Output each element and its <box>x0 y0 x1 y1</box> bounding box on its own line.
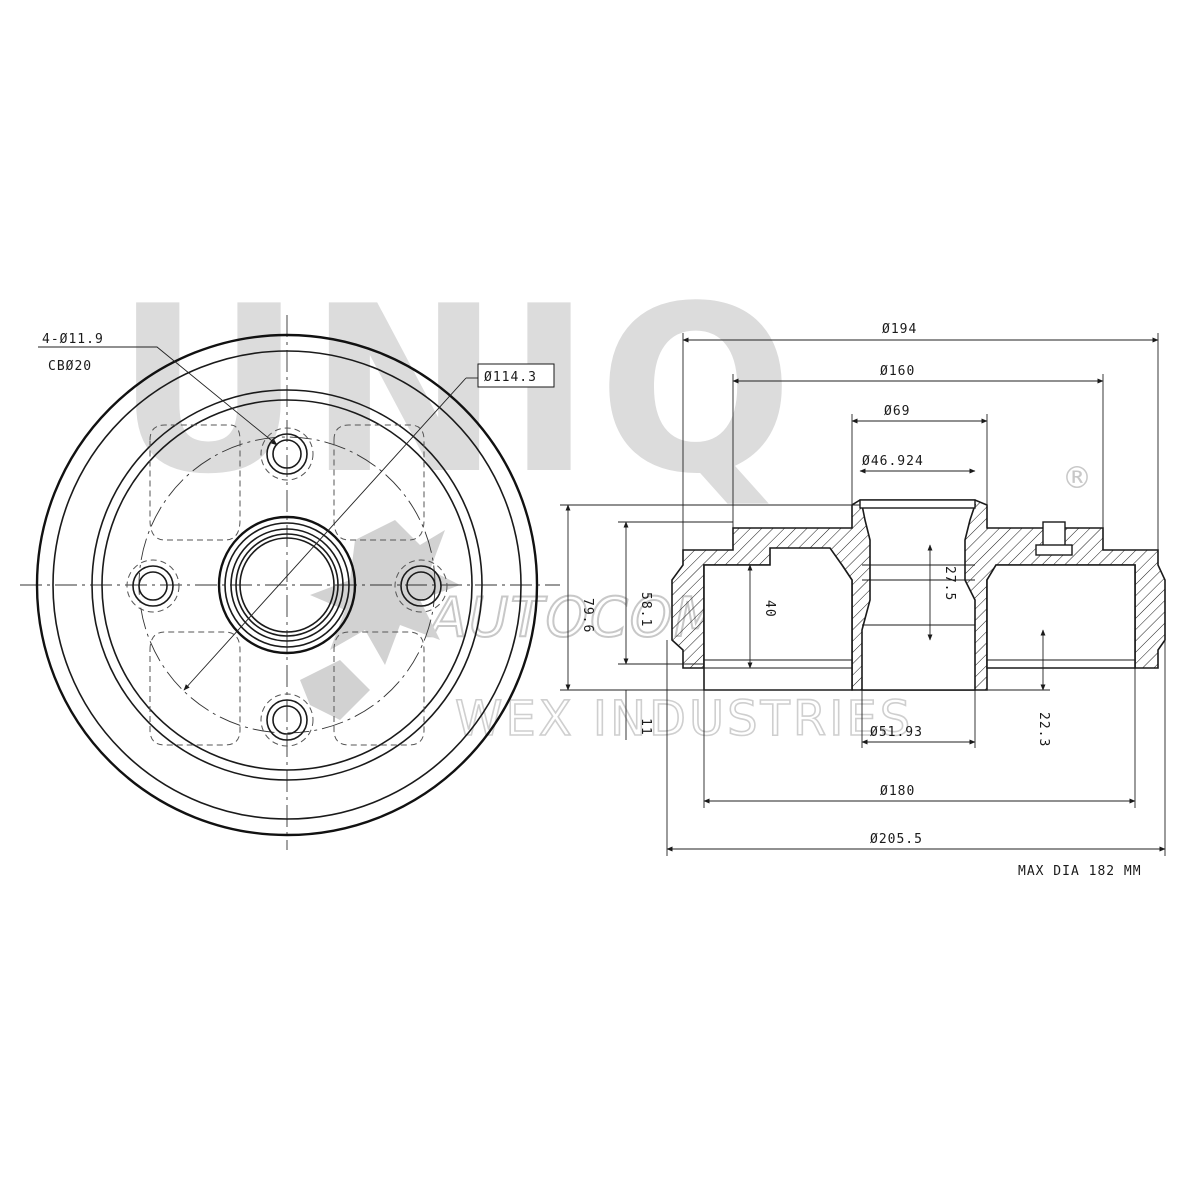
dim-d194: Ø194 <box>882 322 917 337</box>
drum-braking-surface-inner <box>101 399 473 771</box>
center-bore-label: CBØ20 <box>48 359 92 374</box>
dim-d2055: Ø205.5 <box>870 832 923 847</box>
center-bore <box>239 537 335 633</box>
bolt-holes-label: 4-Ø11.9 <box>42 332 104 347</box>
bolt-hole-top <box>260 427 314 481</box>
drum-braking-surface-outer <box>91 389 483 781</box>
dim-d160: Ø160 <box>880 364 915 379</box>
leader-bolt-holes <box>38 346 278 446</box>
front-view: 4-Ø11.9 CBØ20 Ø114.3 <box>20 315 560 850</box>
hidden-ribs <box>149 424 425 746</box>
bolt-hole-left <box>126 559 180 613</box>
bolt-hole-right <box>394 559 448 613</box>
watermark-line2: WEX INDUSTRIES <box>455 691 913 747</box>
drum-rim-step <box>52 350 522 820</box>
dim-h581: 58.1 <box>638 592 653 627</box>
eagle-logo-icon <box>300 520 460 720</box>
dim-h223: 22.3 <box>1036 712 1051 747</box>
drum-outer-rim <box>35 333 539 837</box>
dim-d46924: Ø46.924 <box>862 454 924 469</box>
pcd-label-box <box>477 363 555 388</box>
dim-d180: Ø180 <box>880 784 915 799</box>
hub-ring-1 <box>224 522 350 648</box>
dim-h796: 79.6 <box>580 598 595 633</box>
bolt-hole-bottom <box>260 693 314 747</box>
dim-d5193: Ø51.93 <box>870 725 923 740</box>
max-diameter-note: MAX DIA 182 MM <box>1018 864 1142 879</box>
dim-d69: Ø69 <box>884 404 910 419</box>
hub-ring-2 <box>230 528 344 642</box>
dim-h40: 40 <box>762 600 777 618</box>
drum-cross-section <box>671 499 1166 691</box>
hub-outer <box>217 515 357 655</box>
pcd-diameter-line <box>183 377 467 691</box>
dim-h275: 27.5 <box>942 566 957 601</box>
pcd-label: Ø114.3 <box>484 370 537 385</box>
section-view: Ø194 Ø160 Ø69 Ø46.924 <box>560 322 1166 879</box>
watermark: UNIQ ® AUTOCOMPAS WEX INDUSTRIES <box>115 258 1092 748</box>
hub-ring-3 <box>235 533 339 637</box>
watermark-brand: UNIQ <box>115 258 799 525</box>
dim-h11: 11 <box>638 718 653 736</box>
watermark-registered-mark: ® <box>1062 461 1092 496</box>
